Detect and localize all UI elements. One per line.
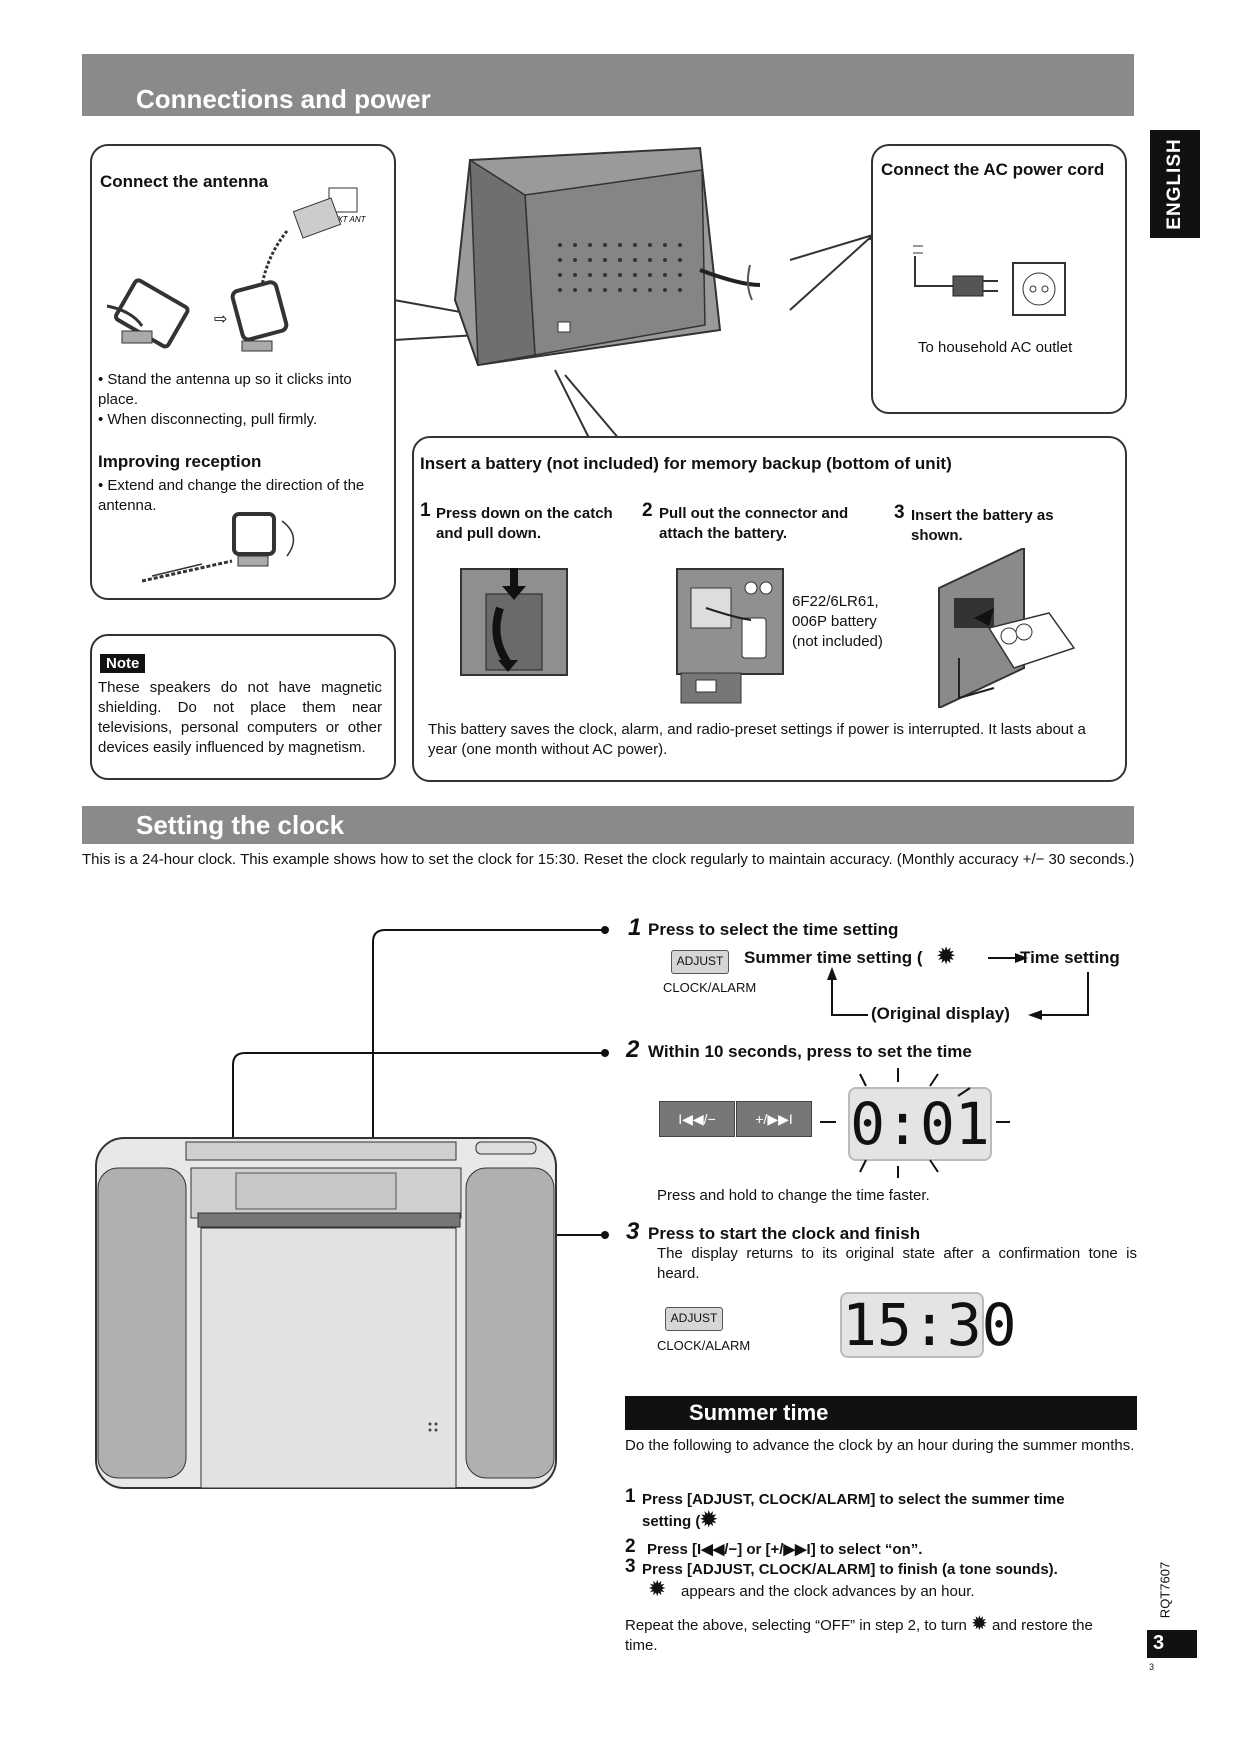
battery-type-label: 6F22/6LR61, 006P battery (not included) — [792, 593, 883, 650]
battery-step-2: Pull out the connector and attach the ba… — [659, 505, 849, 542]
battery-footer: This battery saves the clock, alarm, and… — [428, 721, 1086, 758]
clock-alarm-label: CLOCK/ALARM — [663, 980, 757, 995]
summer-time-title: Summer time — [689, 1400, 829, 1425]
note-panel: Note These speakers do not have magnetic… — [90, 634, 396, 780]
summer-step-1-num: 1 — [625, 1486, 636, 1507]
page-number-box: 3 — [1147, 1630, 1197, 1658]
note-label: Note — [100, 654, 146, 673]
summer-step-2-num: 2 — [625, 1536, 636, 1557]
page-number: 3 — [1153, 1632, 1165, 1654]
reception-bullet: • Extend and change the direction of the… — [98, 477, 365, 514]
original-display-label: (Original display) — [871, 1004, 1010, 1023]
summer-step-3-sun-icon: ✹ — [648, 1576, 667, 1601]
adjust-button[interactable]: ADJUST — [671, 950, 729, 974]
ac-power-panel: Connect the AC power cord To household A… — [871, 144, 1127, 414]
press-hold-text: Press and hold to change the time faster… — [657, 1187, 930, 1204]
mode-cycle-arrows — [827, 953, 1089, 1020]
ext-ant-label: EXT ANT — [332, 215, 367, 224]
clock-step-2: Within 10 seconds, press to set the time — [648, 1042, 972, 1061]
summer-repeat-a: Repeat the above, selecting “OFF” in ste… — [625, 1617, 967, 1634]
battery-step-1: Press down on the catch and pull down. — [436, 505, 613, 542]
prev-minus-button[interactable]: I◀◀/− — [659, 1101, 735, 1137]
battery-step-3-num: 3 — [894, 502, 905, 523]
summer-step-1: Press [ADJUST, CLOCK/ALARM] to select th… — [642, 1490, 1102, 1532]
antenna-bullet-1: • Stand the antenna up so it clicks into… — [98, 371, 352, 408]
summer-step-3-sub: appears and the clock advances by an hou… — [681, 1583, 975, 1600]
ac-caption: To household AC outlet — [918, 339, 1073, 356]
page-number-small: 3 — [1149, 1662, 1155, 1672]
reception-title: Improving reception — [98, 452, 262, 471]
antenna-direction-icon — [142, 512, 295, 583]
loop-antenna-icon: EXT ANT ⇨ — [106, 187, 367, 352]
battery-step-2-num: 2 — [642, 500, 653, 521]
battery-title: Insert a battery (not included) for memo… — [420, 454, 952, 473]
summer-time-setting-label: Summer time setting ( — [744, 948, 923, 967]
summer-repeat-b: and restore the time. — [625, 1617, 1093, 1654]
clock-step-3: Press to start the clock and finish — [648, 1224, 921, 1243]
section-header-clock: Setting the clock — [82, 806, 1134, 844]
antenna-bullet-2: • When disconnecting, pull firmly. — [98, 411, 318, 428]
plus-next-button[interactable]: +/▶▶I — [736, 1101, 812, 1137]
summer-step-2: Press [I◀◀/−] or [+/▶▶I] to select “on”. — [647, 1541, 923, 1558]
summer-step-3-num: 3 — [625, 1556, 636, 1577]
clock-alarm-label-finish: CLOCK/ALARM — [657, 1338, 751, 1353]
section-title: Connections and power — [136, 84, 431, 114]
clock-display-blinking: 0:01 — [848, 1087, 992, 1161]
ac-plug-icon — [913, 245, 1066, 316]
summer-step-3: Press [ADJUST, CLOCK/ALARM] to finish (a… — [642, 1561, 1058, 1578]
clock-step-3-text: The display returns to its original stat… — [657, 1245, 1137, 1282]
clock-step-3-num: 3 — [626, 1218, 640, 1245]
section-header-connections: Connections and power — [82, 54, 1134, 116]
battery-panel: Insert a battery (not included) for memo… — [412, 436, 1127, 782]
antenna-title: Connect the antenna — [100, 172, 269, 191]
clock-step-1: Press to select the time setting — [648, 920, 899, 939]
clock-intro: This is a 24-hour clock. This example sh… — [82, 851, 1135, 868]
summer-time-header: Summer time — [625, 1396, 1137, 1430]
language-tab: ENGLISH — [1150, 130, 1200, 238]
unit-rear-illustration — [393, 146, 874, 441]
clock-display-final: 15:30 — [840, 1291, 1017, 1359]
summer-repeat: Repeat the above, selecting “OFF” in ste… — [625, 1614, 1125, 1656]
summer-step-1-text: Press [ADJUST, CLOCK/ALARM] to select th… — [642, 1491, 1065, 1530]
adjust-button-finish[interactable]: ADJUST — [665, 1307, 723, 1331]
note-text: These speakers do not have magnetic shie… — [98, 679, 382, 756]
time-setting-label: Time setting — [1020, 948, 1120, 967]
model-number: RQT7607 — [1157, 1561, 1173, 1619]
ac-title: Connect the AC power cord — [881, 160, 1105, 179]
summer-step-1-sun-icon: ✹ — [700, 1509, 718, 1531]
clock-step-1-num: 1 — [628, 914, 642, 941]
blink-rays — [820, 1068, 1010, 1178]
summer-repeat-sun-icon: ✹ — [971, 1613, 988, 1635]
battery-insert-illustration — [938, 548, 1076, 708]
battery-catch-illustration — [460, 568, 568, 676]
stereo-front-illustration — [95, 1137, 557, 1489]
battery-step-1-num: 1 — [420, 500, 431, 521]
antenna-panel: Connect the antenna EXT ANT ⇨ • Stand th… — [90, 144, 396, 600]
clock-step-2-num: 2 — [626, 1036, 640, 1063]
battery-step-3: Insert the battery as shown. — [911, 507, 1054, 544]
section-title: Setting the clock — [136, 810, 345, 840]
summer-sun-icon: ✹ — [936, 943, 957, 970]
summer-intro: Do the following to advance the clock by… — [625, 1437, 1135, 1454]
svg-text:⇨: ⇨ — [214, 309, 227, 328]
battery-connector-illustration — [676, 568, 784, 704]
